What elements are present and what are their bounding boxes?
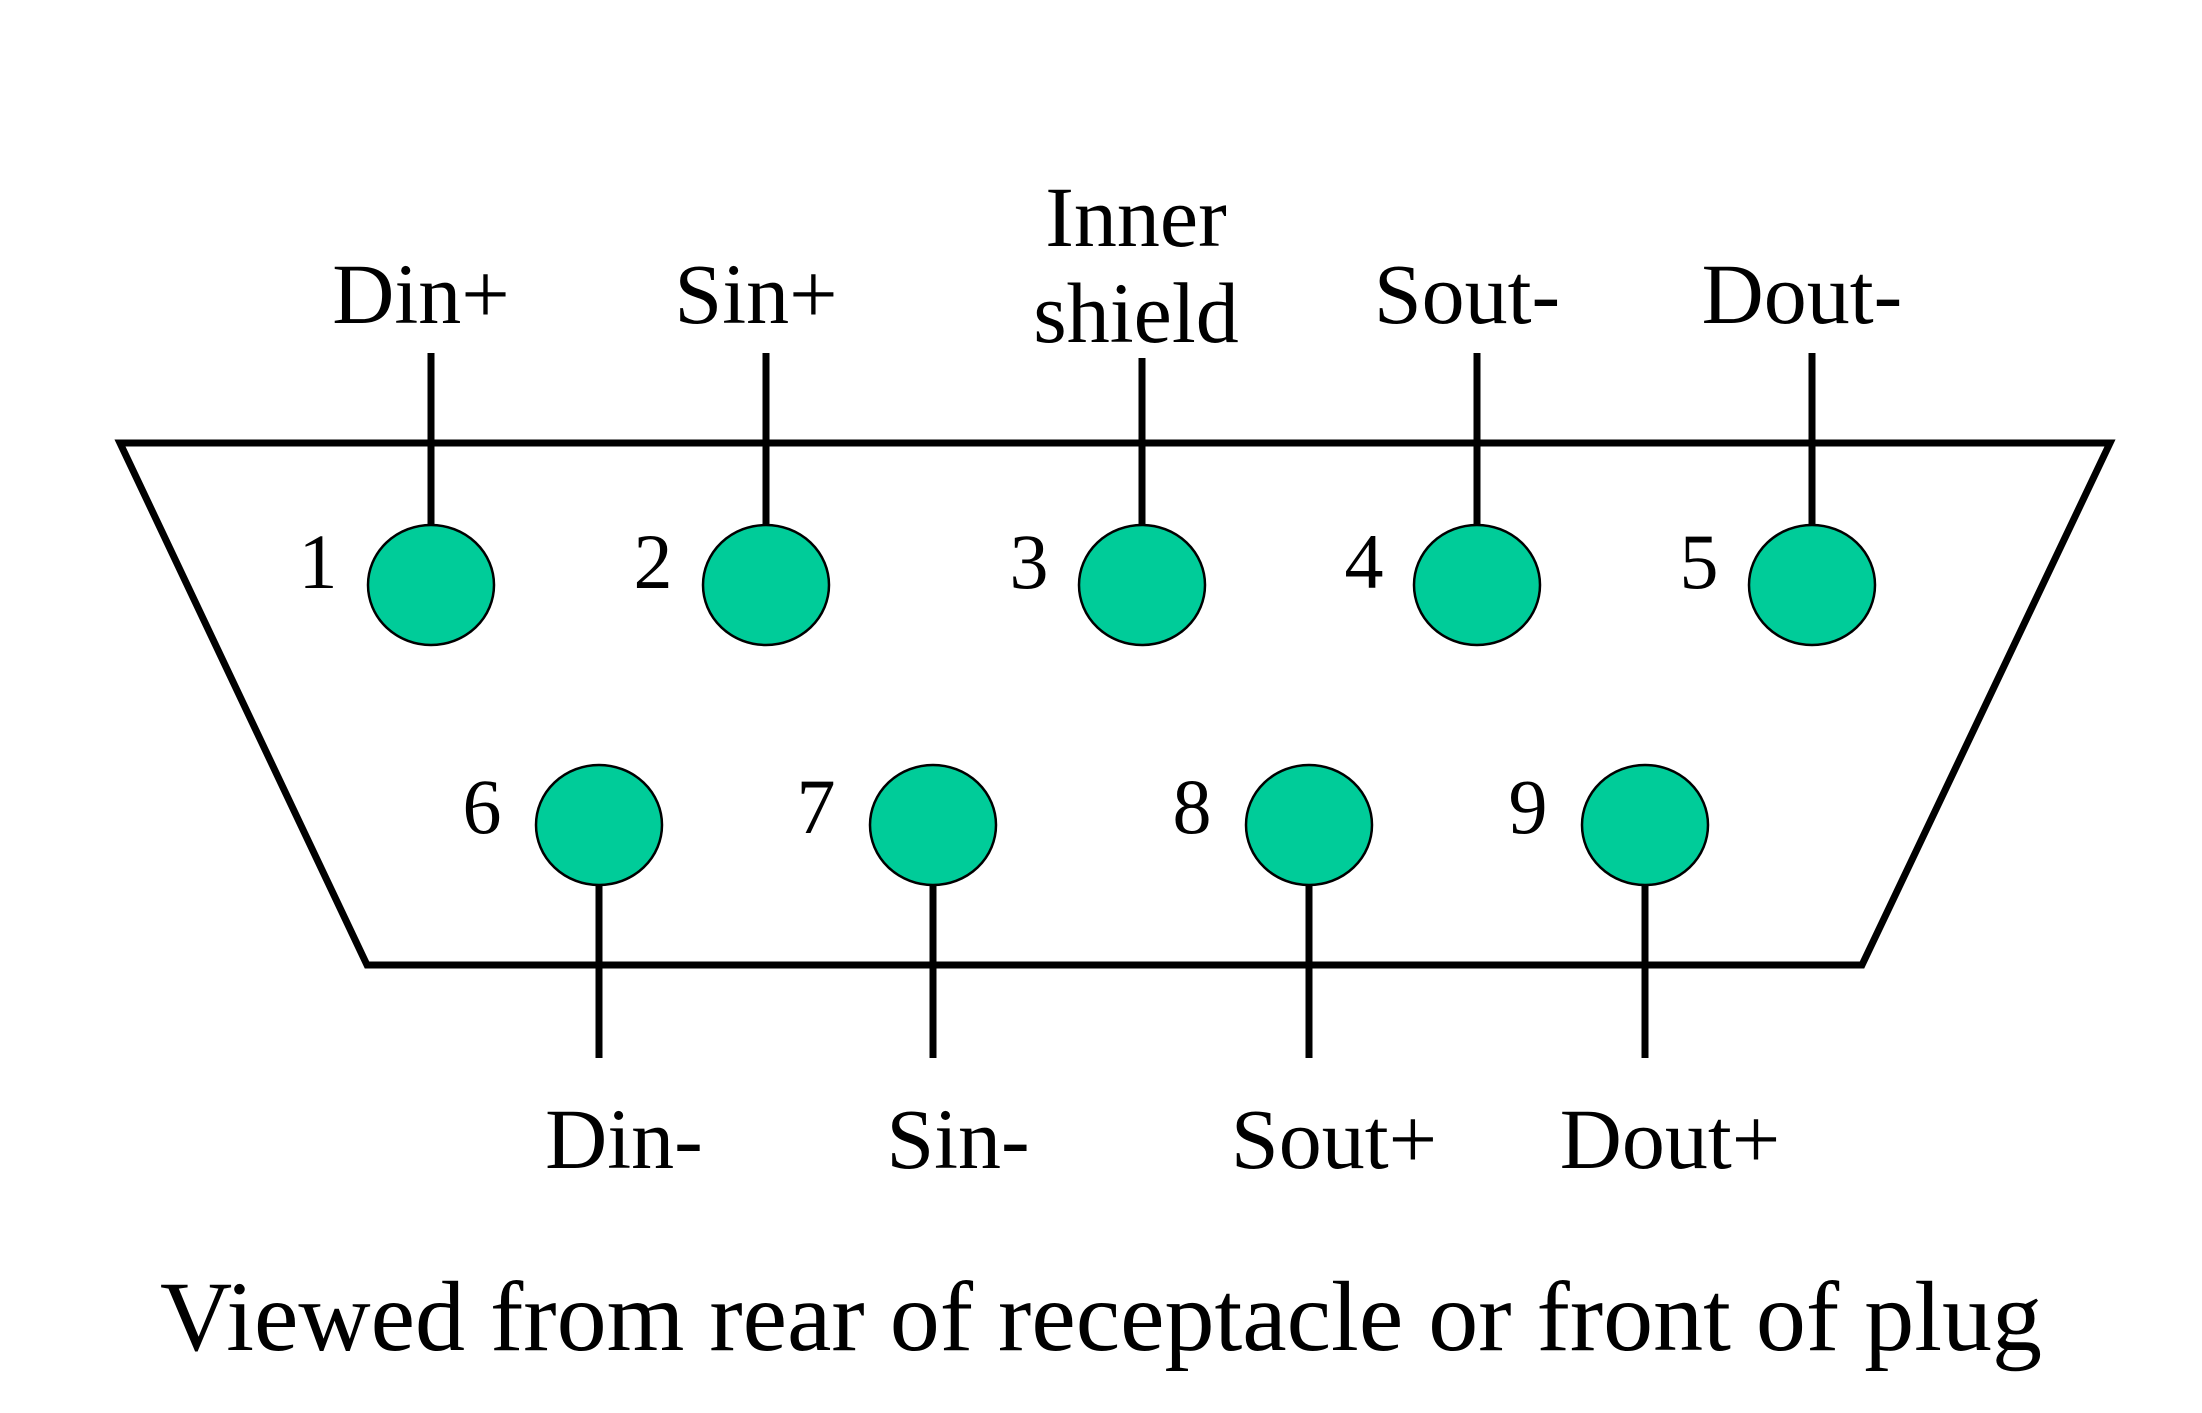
pin-number-3: 3 xyxy=(1010,518,1049,605)
pin-label-5: Dout- xyxy=(1702,246,1903,342)
pin-6 xyxy=(534,763,664,887)
pin-number-8: 8 xyxy=(1173,763,1212,850)
pin-2 xyxy=(701,523,831,647)
pin-label-8: Sout+ xyxy=(1231,1091,1437,1187)
pin-label-3-line1: Inner xyxy=(1045,169,1226,265)
pin-number-2: 2 xyxy=(634,518,673,605)
pin-label-6: Din- xyxy=(545,1091,703,1187)
pin-number-1: 1 xyxy=(299,518,338,605)
pin-number-6: 6 xyxy=(463,763,502,850)
diagram-caption: Viewed from rear of receptacle or front … xyxy=(160,1261,2042,1372)
pin-label-9: Dout+ xyxy=(1560,1091,1781,1187)
pin-label-2: Sin+ xyxy=(674,246,837,342)
connector-shell-outline xyxy=(114,439,2116,969)
pin-label-4: Sout- xyxy=(1374,246,1560,342)
pin-number-7: 7 xyxy=(797,763,836,850)
pin-label-1: Din+ xyxy=(332,246,510,342)
pin-5 xyxy=(1747,523,1877,647)
pin-9 xyxy=(1580,763,1710,887)
pin-label-7: Sin- xyxy=(886,1091,1029,1187)
pin-4 xyxy=(1412,523,1542,647)
pin-number-4: 4 xyxy=(1345,518,1384,605)
pin-7 xyxy=(868,763,998,887)
pin-label-3-line2: shield xyxy=(1033,265,1238,361)
pin-8 xyxy=(1244,763,1374,887)
pin-number-9: 9 xyxy=(1509,763,1548,850)
pin-3 xyxy=(1077,523,1207,647)
pin-number-5: 5 xyxy=(1680,518,1719,605)
pin-1 xyxy=(366,523,496,647)
